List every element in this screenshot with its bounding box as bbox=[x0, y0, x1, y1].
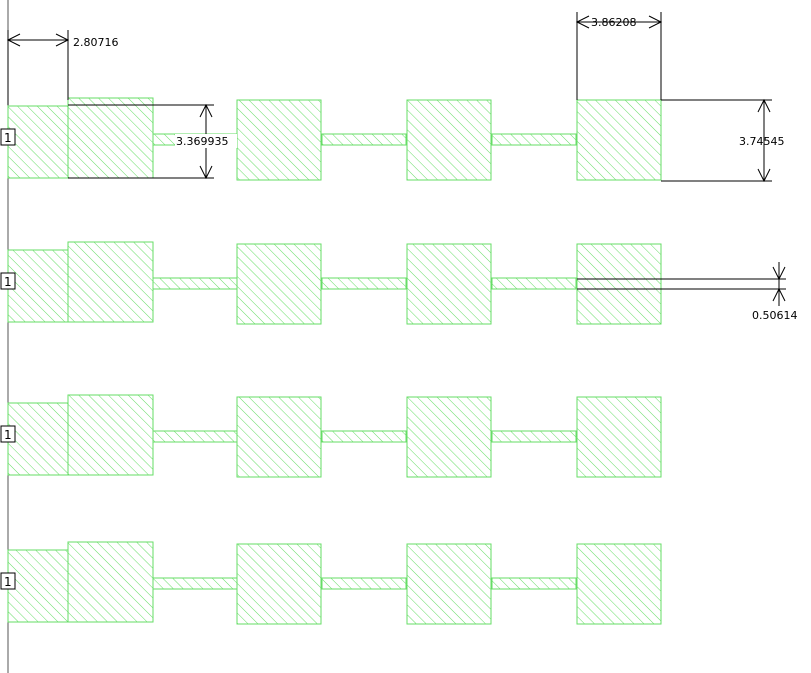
resonator-pad[interactable] bbox=[576, 243, 662, 325]
transmission-line[interactable] bbox=[491, 430, 577, 443]
dimension-annotations bbox=[6, 12, 786, 306]
first-pad[interactable] bbox=[67, 394, 154, 476]
line-width-arrow-top bbox=[772, 266, 786, 281]
transmission-line[interactable] bbox=[321, 133, 407, 146]
resonator-pad[interactable] bbox=[406, 396, 492, 478]
feed-height-label-bg bbox=[175, 134, 237, 148]
transmission-line[interactable] bbox=[152, 277, 238, 290]
filter-row: 1 bbox=[0, 541, 662, 625]
feed-height-arrow-top bbox=[199, 103, 213, 118]
resonator-pad[interactable] bbox=[576, 543, 662, 625]
first-pad[interactable] bbox=[67, 97, 154, 179]
port-box[interactable] bbox=[0, 128, 16, 146]
feed-height-arrow-bottom bbox=[199, 165, 213, 180]
resonator-pad[interactable] bbox=[236, 243, 322, 325]
resonator-pad[interactable] bbox=[406, 543, 492, 625]
port-label: 1 bbox=[4, 575, 12, 589]
transmission-line[interactable] bbox=[491, 133, 577, 146]
port-label: 1 bbox=[4, 131, 12, 145]
feed-width-arrow-right bbox=[55, 33, 70, 47]
resonator-pad[interactable] bbox=[576, 99, 662, 181]
filter-row: 1 bbox=[0, 241, 662, 325]
transmission-line[interactable] bbox=[152, 577, 238, 590]
pad-width-arrow-left bbox=[575, 15, 590, 29]
resonator-pad[interactable] bbox=[236, 99, 322, 181]
first-pad[interactable] bbox=[67, 241, 154, 323]
transmission-line[interactable] bbox=[321, 430, 407, 443]
pad-height-arrow-top bbox=[757, 98, 771, 113]
feed-block[interactable] bbox=[7, 249, 69, 323]
feed-block[interactable] bbox=[7, 402, 69, 476]
line-width-arrow-bottom bbox=[772, 287, 786, 302]
port-box[interactable] bbox=[0, 425, 16, 443]
feed-block[interactable] bbox=[7, 549, 69, 623]
transmission-line[interactable] bbox=[321, 277, 407, 290]
resonator-pad[interactable] bbox=[576, 396, 662, 478]
feed-block[interactable] bbox=[7, 105, 69, 179]
transmission-line[interactable] bbox=[152, 430, 238, 443]
resonator-pad[interactable] bbox=[406, 99, 492, 181]
filter-row: 1 bbox=[0, 394, 662, 478]
first-pad[interactable] bbox=[67, 541, 154, 623]
transmission-line[interactable] bbox=[491, 577, 577, 590]
line-width-label: 0.50614 bbox=[752, 309, 798, 322]
pad-height-label: 3.74545 bbox=[739, 135, 785, 148]
filter-rows: 1 1 1 1 bbox=[0, 97, 662, 625]
resonator-pad[interactable] bbox=[406, 243, 492, 325]
port-box[interactable] bbox=[0, 572, 16, 590]
pad-width-label: 3.86208 bbox=[591, 16, 637, 29]
transmission-line[interactable] bbox=[321, 577, 407, 590]
transmission-line[interactable] bbox=[491, 277, 577, 290]
pad-height-arrow-bottom bbox=[757, 168, 771, 183]
resonator-pad[interactable] bbox=[236, 543, 322, 625]
port-label: 1 bbox=[4, 428, 12, 442]
resonator-pad[interactable] bbox=[236, 396, 322, 478]
pad-width-arrow-right bbox=[648, 15, 663, 29]
feed-width-arrow-left bbox=[6, 33, 21, 47]
feed-height-label: 3.369935 bbox=[176, 135, 229, 148]
port-box[interactable] bbox=[0, 272, 16, 290]
filter-row: 1 bbox=[0, 97, 662, 181]
port-label: 1 bbox=[4, 275, 12, 289]
feed-width-label: 2.80716 bbox=[73, 36, 119, 49]
